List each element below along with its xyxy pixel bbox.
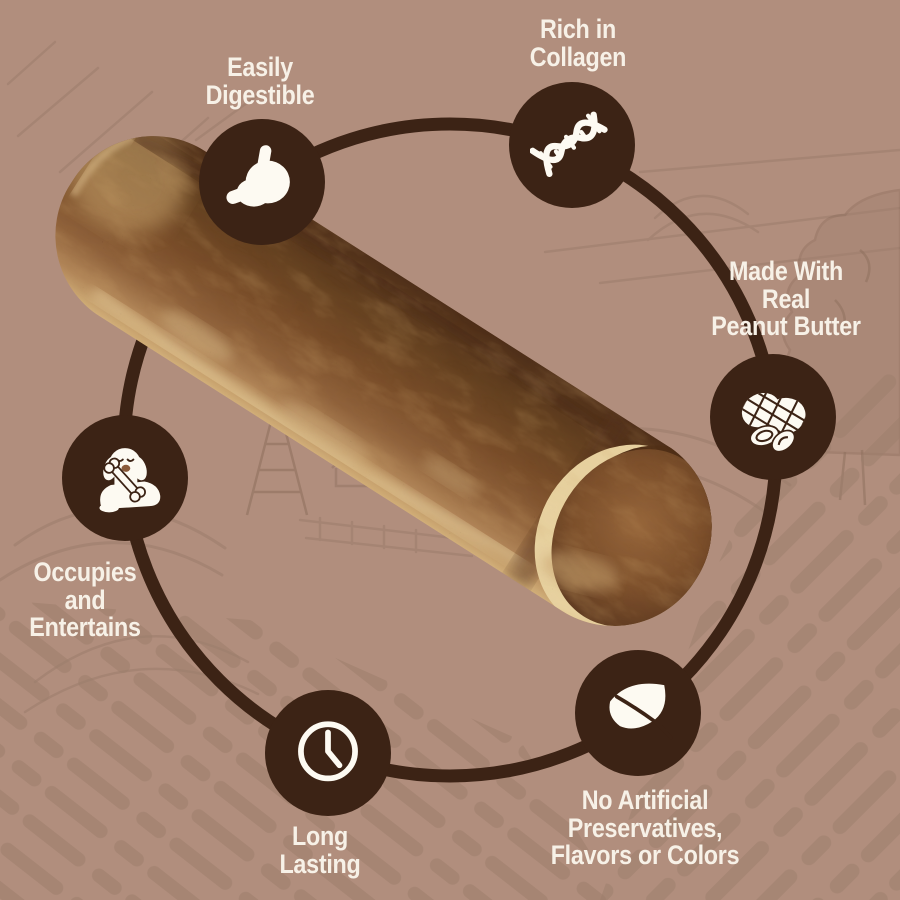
label-line: Made With <box>728 256 844 286</box>
label-occupies-entertains: Occupies and Entertains <box>0 557 182 642</box>
dog-chewing-bone-icon <box>99 448 161 513</box>
label-long-lasting: Long Lasting <box>232 821 408 879</box>
collagen-dna-icon <box>530 111 608 178</box>
label-rich-in-collagen: Rich in Collagen <box>481 14 675 72</box>
label-real-peanut-butter: Made With Real Peanut Butter <box>680 256 891 341</box>
stomach-icon <box>226 145 290 207</box>
label-line: Rich in <box>540 14 616 44</box>
label-line: Preservatives, <box>567 812 723 843</box>
feature-circle-peanut-butter <box>710 354 836 480</box>
label-line: No Artificial <box>581 785 709 815</box>
field-sketch-lines <box>0 40 900 714</box>
feature-circle-no-artificial <box>575 650 701 776</box>
label-line: Lasting <box>279 848 361 879</box>
label-line: Long <box>292 821 348 851</box>
label-line: Real <box>761 283 811 314</box>
feature-circle-easily-digestible <box>199 119 325 245</box>
label-line: Collagen <box>529 41 627 72</box>
label-no-artificial: No Artificial Preservatives, Flavors or … <box>487 785 804 870</box>
label-line: Entertains <box>29 612 141 642</box>
feature-circle-rich-in-collagen <box>509 82 635 208</box>
peanut-icon <box>735 386 810 453</box>
label-line: Flavors or Colors <box>550 840 740 870</box>
label-line: Digestible <box>205 79 315 110</box>
leaf-icon <box>609 683 673 740</box>
clock-icon <box>298 721 358 782</box>
plowed-field-rows-right <box>600 360 900 900</box>
label-line: and <box>64 584 106 615</box>
feature-circle-long-lasting <box>265 690 391 816</box>
feature-circle-occupies-entertains <box>62 415 188 541</box>
label-line: Peanut Butter <box>711 311 861 341</box>
label-line: Occupies <box>33 557 137 587</box>
label-line: Easily <box>227 52 293 82</box>
label-easily-digestible: Easily Digestible <box>163 52 357 110</box>
chew-stick-product-photo <box>18 99 749 663</box>
